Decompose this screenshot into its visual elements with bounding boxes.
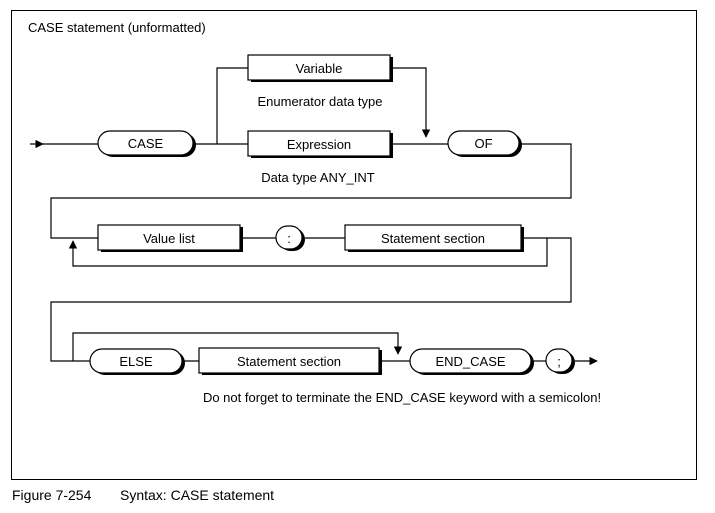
statement-section-block-2: [198, 347, 380, 374]
colon-keyword-label: :: [287, 231, 291, 246]
wrap-line-1: [50, 143, 572, 239]
expression-block: [247, 130, 391, 157]
figure-caption: Syntax: CASE statement: [120, 487, 274, 503]
branch-line: [193, 67, 248, 145]
of-keyword: [447, 130, 520, 156]
enumerator-note: Enumerator data type: [257, 94, 382, 109]
variable-block-label: Variable: [296, 61, 343, 76]
value-list-block: [97, 224, 241, 251]
statement-section-label-1: Statement section: [381, 231, 485, 246]
end-case-keyword-label: END_CASE: [435, 354, 505, 369]
else-bypass: [72, 332, 403, 361]
of-keyword-label: OF: [474, 136, 492, 151]
repeat-loop: [68, 237, 548, 267]
diagram-title: CASE statement (unformatted): [28, 20, 206, 35]
semicolon-keyword: [545, 348, 573, 373]
case-keyword-label: CASE: [128, 136, 164, 151]
figure-number: Figure 7-254: [12, 487, 92, 503]
statement-section-block-1: [344, 224, 522, 251]
semicolon-keyword-label: ;: [557, 354, 561, 369]
any-int-note: Data type ANY_INT: [261, 170, 374, 185]
variable-block: [247, 54, 391, 81]
wrap-line-2: [50, 237, 572, 362]
else-keyword-label: ELSE: [119, 354, 153, 369]
semicolon-hint: Do not forget to terminate the END_CASE …: [203, 390, 601, 405]
case-keyword: [97, 130, 194, 156]
value-list-label: Value list: [143, 231, 195, 246]
statement-section-label-2: Statement section: [237, 354, 341, 369]
colon-keyword: [275, 225, 303, 250]
expression-block-label: Expression: [287, 137, 351, 152]
